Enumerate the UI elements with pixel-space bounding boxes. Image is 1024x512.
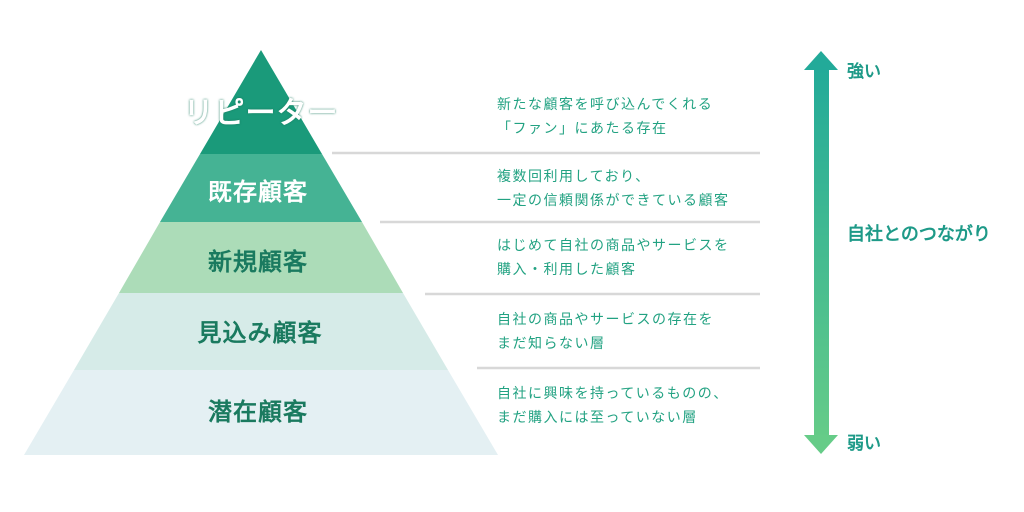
pyramid-level-1 — [200, 50, 322, 154]
level-description: 複数回利用しており、一定の信頼関係ができている顧客 — [497, 169, 730, 209]
pyramid-level-4 — [74, 293, 448, 370]
level-description: 自社の商品やサービスの存在をまだ知らない層 — [497, 312, 714, 352]
axis-label-weak: 弱い — [847, 434, 881, 454]
level-label-new: 新規顧客 — [208, 248, 308, 276]
pyramid-level-2 — [160, 154, 362, 222]
level-label-latent: 潜在顧客 — [208, 398, 308, 426]
pyramid-level-3 — [119, 222, 403, 293]
pyramid-level-5 — [24, 370, 498, 455]
axis-label-strong: 強い — [847, 62, 881, 82]
level-description: 新たな顧客を呼び込んでくれる「ファン」にあたる存在 — [497, 97, 714, 137]
double-arrow-icon — [804, 51, 838, 454]
level-label-repeater: リピーター — [183, 96, 339, 131]
level-description: 自社に興味を持っているものの、まだ購入には至っていない層 — [497, 386, 729, 426]
level-label-existing: 既存顧客 — [208, 178, 308, 206]
level-description: はじめて自社の商品やサービスを購入・利用した顧客 — [497, 238, 730, 278]
axis-label-connection: 自社とのつながり — [847, 224, 991, 245]
level-label-prospect: 見込み顧客 — [197, 319, 323, 347]
